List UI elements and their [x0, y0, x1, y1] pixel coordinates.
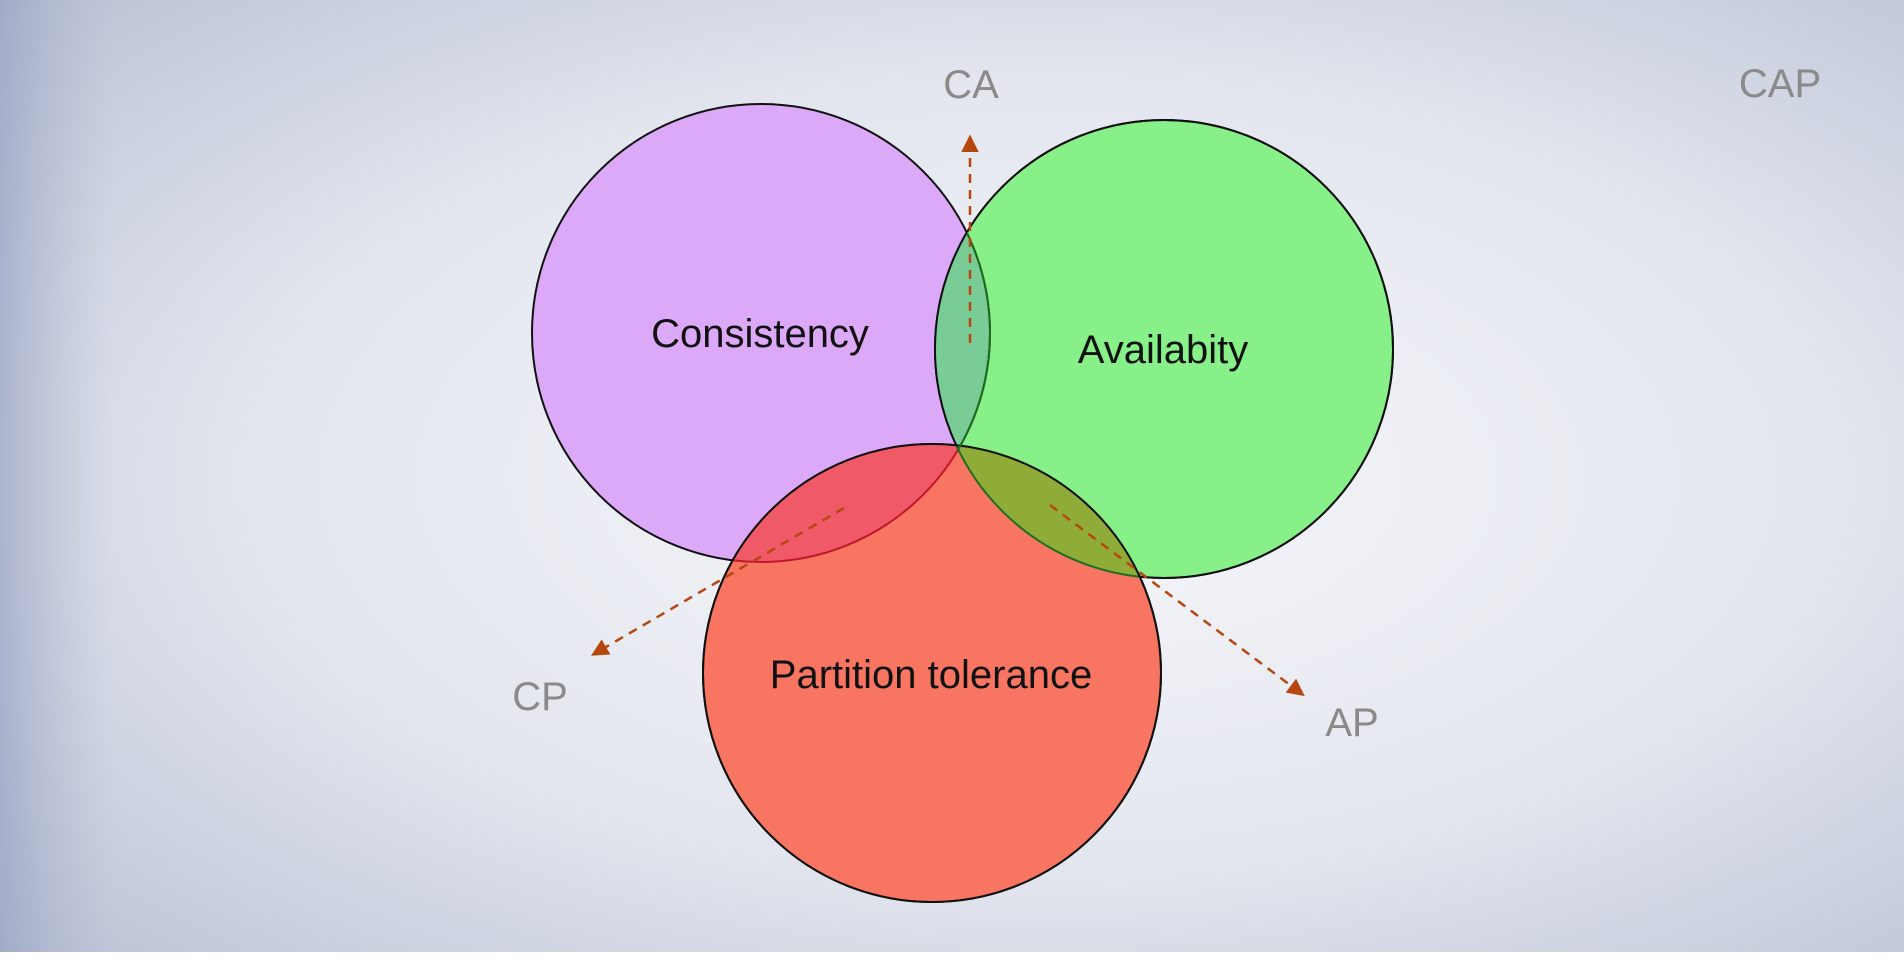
ca-label: CA [943, 63, 999, 107]
availability-label: Availabity [1078, 328, 1248, 372]
bottom-strip [0, 952, 1904, 955]
cp-label: CP [512, 675, 568, 719]
ap-label: AP [1325, 701, 1378, 745]
consistency-label: Consistency [651, 312, 869, 356]
cp-arrow [590, 506, 845, 656]
ap-arrow [1049, 504, 1305, 697]
partition-tolerance-label: Partition tolerance [770, 653, 1092, 697]
cap-title: CAP [1739, 62, 1821, 106]
